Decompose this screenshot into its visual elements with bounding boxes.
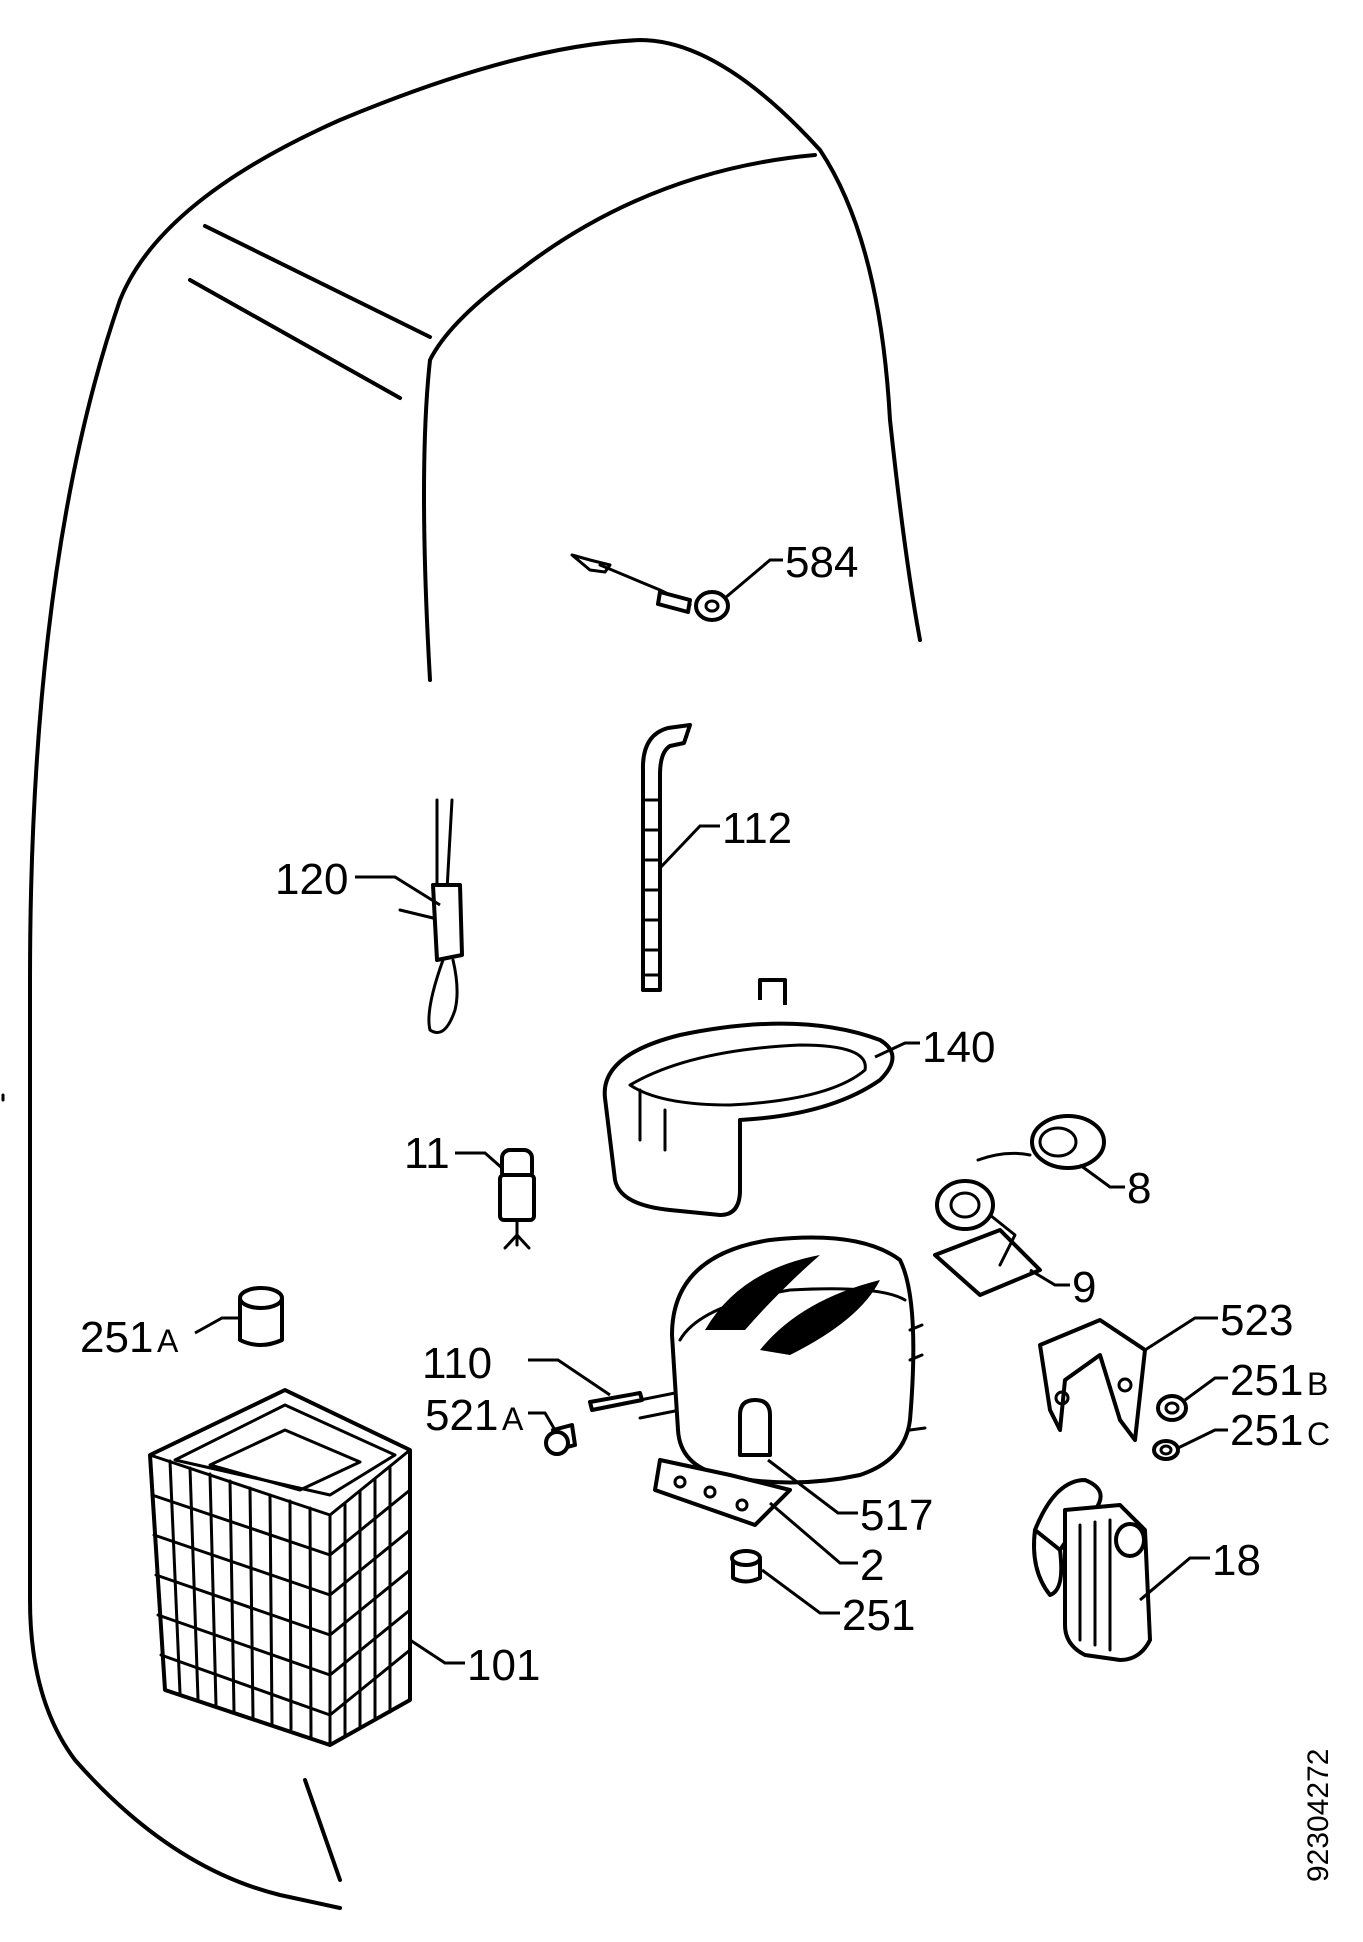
label-251b-suffix: B [1307, 1366, 1328, 1402]
label-140: 140 [922, 1023, 995, 1072]
part-251-grommet: 251 [730, 1549, 915, 1640]
part-251a-grommet: 251 A [80, 1286, 284, 1362]
part-101-condenser-coil: 101 [148, 1388, 540, 1747]
part-120-sensor: 120 [275, 798, 464, 1034]
callout-2: 2 [769, 1501, 884, 1590]
part-9-starter-relay: 9 [933, 1179, 1096, 1312]
part-251b-grommet: 251 B [1156, 1356, 1328, 1422]
label-251a-number: 251 [80, 1313, 153, 1362]
label-584: 584 [785, 538, 858, 587]
part-523-bracket: 523 [1038, 1296, 1293, 1442]
label-251a-suffix: A [157, 1323, 179, 1359]
label-521a-suffix: A [502, 1401, 524, 1437]
part-110-pin: 110 [422, 1339, 644, 1412]
document-code: 92304272 [1302, 1749, 1335, 1882]
part-251c-washer: 251 C [1152, 1406, 1330, 1461]
part-8-overload: 8 [976, 1114, 1151, 1213]
label-112: 112 [722, 804, 792, 853]
label-251c-number: 251 [1230, 1406, 1303, 1455]
label-521a-number: 521 [425, 1391, 498, 1440]
label-18: 18 [1212, 1536, 1261, 1585]
label-110: 110 [422, 1339, 492, 1388]
part-584-sensor-wire: 584 [570, 538, 858, 622]
label-251: 251 [842, 1591, 915, 1640]
part-18-fan-motor: 18 [1032, 1478, 1261, 1662]
label-2: 2 [860, 1541, 884, 1590]
cabinet-outline [1, 38, 922, 1910]
label-251c-suffix: C [1307, 1416, 1330, 1452]
part-140-drip-tray: 140 [602, 978, 995, 1217]
part-11-connector: 11 [404, 1129, 536, 1250]
part-112-tube: 112 [640, 723, 792, 992]
callout-517: 517 [767, 1458, 933, 1540]
label-11: 11 [404, 1129, 450, 1178]
label-120: 120 [275, 855, 348, 904]
part-compressor [638, 1235, 927, 1527]
label-101: 101 [467, 1641, 540, 1690]
label-523: 523 [1220, 1296, 1293, 1345]
part-521a-plug: 521 A [425, 1391, 577, 1456]
label-9: 9 [1072, 1263, 1096, 1312]
label-8: 8 [1127, 1164, 1151, 1213]
label-517: 517 [860, 1491, 933, 1540]
label-251b-number: 251 [1230, 1356, 1303, 1405]
